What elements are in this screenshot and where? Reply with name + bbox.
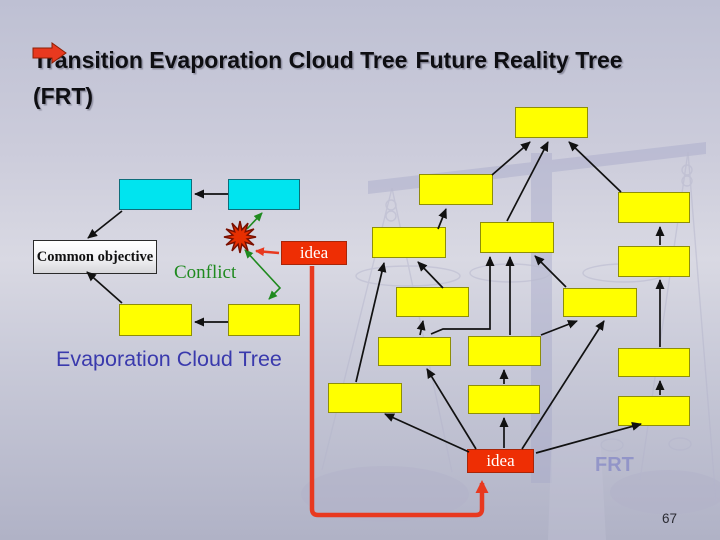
conflict-starburst-icon bbox=[223, 220, 257, 254]
frt-box-middle bbox=[480, 222, 554, 253]
frt-objective-box-top bbox=[515, 107, 588, 138]
frt-box-row5-left bbox=[378, 337, 451, 366]
ect-idea-box: idea bbox=[281, 241, 347, 265]
page-number: 67 bbox=[661, 511, 677, 526]
frt-box-row6-mid bbox=[468, 385, 540, 414]
frt-box-row4-right bbox=[563, 288, 637, 317]
common-objective-label: Common objective bbox=[36, 248, 154, 265]
idea-to-conflict-arrow bbox=[255, 247, 280, 257]
frt-box-row3-left bbox=[372, 227, 446, 258]
frt-box-right-2 bbox=[618, 246, 690, 277]
frt-box-right-3 bbox=[618, 348, 690, 377]
conflict-label: Conflict bbox=[174, 262, 237, 283]
frt-box-row6-left bbox=[328, 383, 402, 413]
ect-common-objective-box: Common objective bbox=[33, 240, 157, 274]
ect-caption: Evaporation Cloud Tree bbox=[56, 347, 282, 371]
ect-prerequisite-box-bottom-right bbox=[228, 304, 300, 336]
ect-requirement-box-bottom-left bbox=[119, 304, 192, 336]
title-text-end: Future Reality Tree (FRT) bbox=[33, 47, 623, 109]
frt-box-row2-left bbox=[419, 174, 493, 205]
conflict-arrows bbox=[244, 212, 282, 300]
title-text-start: Transition Evaporation Cloud Tree bbox=[33, 47, 408, 73]
frt-box-right-4 bbox=[618, 396, 690, 426]
frt-idea-label: idea bbox=[486, 451, 515, 470]
frt-box-right-1 bbox=[618, 192, 690, 223]
frt-idea-box: idea bbox=[467, 449, 534, 473]
frt-box-row4-left bbox=[396, 287, 469, 317]
ect-prerequisite-box-top-right bbox=[228, 179, 300, 210]
frt-box-row5-mid bbox=[468, 336, 541, 366]
ect-requirement-box-top-left bbox=[119, 179, 192, 210]
ect-idea-label: idea bbox=[299, 243, 329, 262]
frt-watermark-label: FRT bbox=[595, 454, 634, 476]
